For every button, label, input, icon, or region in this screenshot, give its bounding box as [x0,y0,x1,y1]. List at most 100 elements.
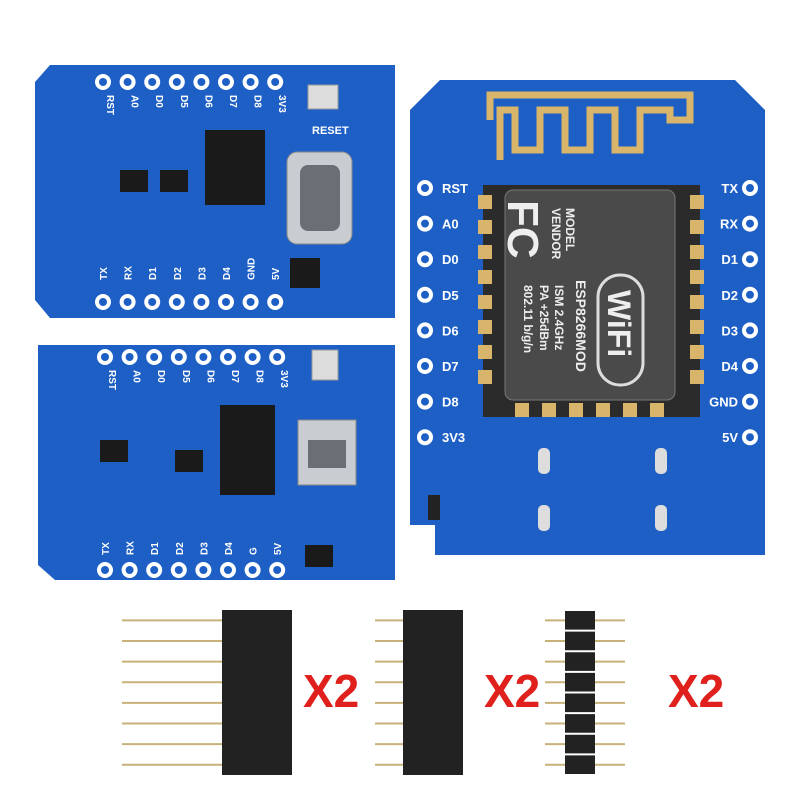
solder-pad [538,448,550,474]
castellated-pad [515,403,529,417]
castellated-pad [478,295,492,309]
pin-label: GND [247,258,258,280]
pin-label: A0 [442,217,459,232]
ch340-chip [205,130,265,205]
pin-label: D4 [721,359,738,374]
pin-hole [746,326,754,335]
header-body [565,693,595,713]
pin-label: D3 [199,542,210,555]
transistor [120,170,148,192]
castellated-pad [650,403,664,417]
pin-hole [421,219,429,228]
pin-hole [148,78,157,86]
pin-label: A0 [131,370,142,383]
castellated-pad [690,320,704,334]
pin-hole [125,353,134,361]
fcc-logo: FC [498,200,547,259]
pin-label: 3V3 [442,430,465,445]
pin-hole [246,298,255,306]
pin-label: D0 [153,95,164,108]
regulator-chip [290,258,320,288]
castellated-pad [478,220,492,234]
header-1-quantity: X2 [303,665,359,717]
pin-label: D0 [442,252,459,267]
header-2-quantity: X2 [484,665,540,717]
pin-label: D8 [442,395,459,410]
pin-label: D1 [150,542,161,555]
castellated-pad [690,270,704,284]
pin-label: 3V3 [276,95,287,113]
pin-label: TX [99,267,110,280]
header-body [222,610,292,775]
transistor [175,450,203,472]
pin-label: TX [101,542,112,555]
pin-hole [421,290,429,299]
pin-hole [421,433,429,442]
pin-label: TX [721,181,738,196]
castellated-pad [569,403,583,417]
pin-label: D0 [155,370,166,383]
castellated-pad [478,195,492,209]
pin-hole [421,397,429,406]
pin-hole [746,433,754,442]
reset-button[interactable] [311,349,339,381]
wifi-logo-text: WiFi [601,290,637,357]
pin-label: D2 [173,267,184,280]
pin-hole [199,353,208,361]
castellated-pad [478,345,492,359]
header-body [565,734,595,754]
pin-hole [746,219,754,228]
pin-label: D3 [197,267,208,280]
pin-hole [246,78,255,86]
reset-button[interactable] [307,84,339,110]
pin-hole [174,566,183,574]
pin-label: D7 [229,370,240,383]
pin-label: D5 [178,95,189,108]
pin-hole [174,353,183,361]
ch340-chip [220,405,275,495]
castellated-pad [690,295,704,309]
castellated-pad [478,370,492,384]
pin-label: RX [124,266,135,280]
solder-pad [655,448,667,474]
pin-hole [123,298,132,306]
short-female-header [375,610,463,775]
pin-hole [273,566,282,574]
transistor [160,170,188,192]
pin-hole [197,78,206,86]
pin-hole [99,78,107,86]
castellated-pad [690,345,704,359]
pin-hole [224,566,232,574]
pin-label: 3V3 [278,370,289,388]
pin-label: RST [106,370,117,390]
wifi-logo [596,273,645,387]
pin-label: D5 [442,288,459,303]
pin-hole [421,184,429,192]
pin-hole [222,298,230,306]
pin-label: D4 [222,267,233,280]
pin-label: D8 [254,370,265,383]
pin-label: RST [442,181,468,196]
castellated-pad [690,370,704,384]
pin-hole [99,298,107,306]
pin-label: RX [126,541,137,555]
pin-hole [421,326,429,335]
pin-label: D6 [202,95,213,108]
pin-label: 5V [271,267,282,280]
castellated-pad [596,403,610,417]
pin-headers [122,610,625,775]
long-female-header [122,610,292,775]
vendor-label: VENDOR [549,208,563,260]
header-body [403,610,463,775]
pin-label: G [249,547,260,555]
pin-label: D1 [721,252,738,267]
micro-usb-socket [308,440,346,468]
module-castellations [478,195,704,417]
pin-label: D6 [204,370,215,383]
pin-label: RST [104,95,115,115]
